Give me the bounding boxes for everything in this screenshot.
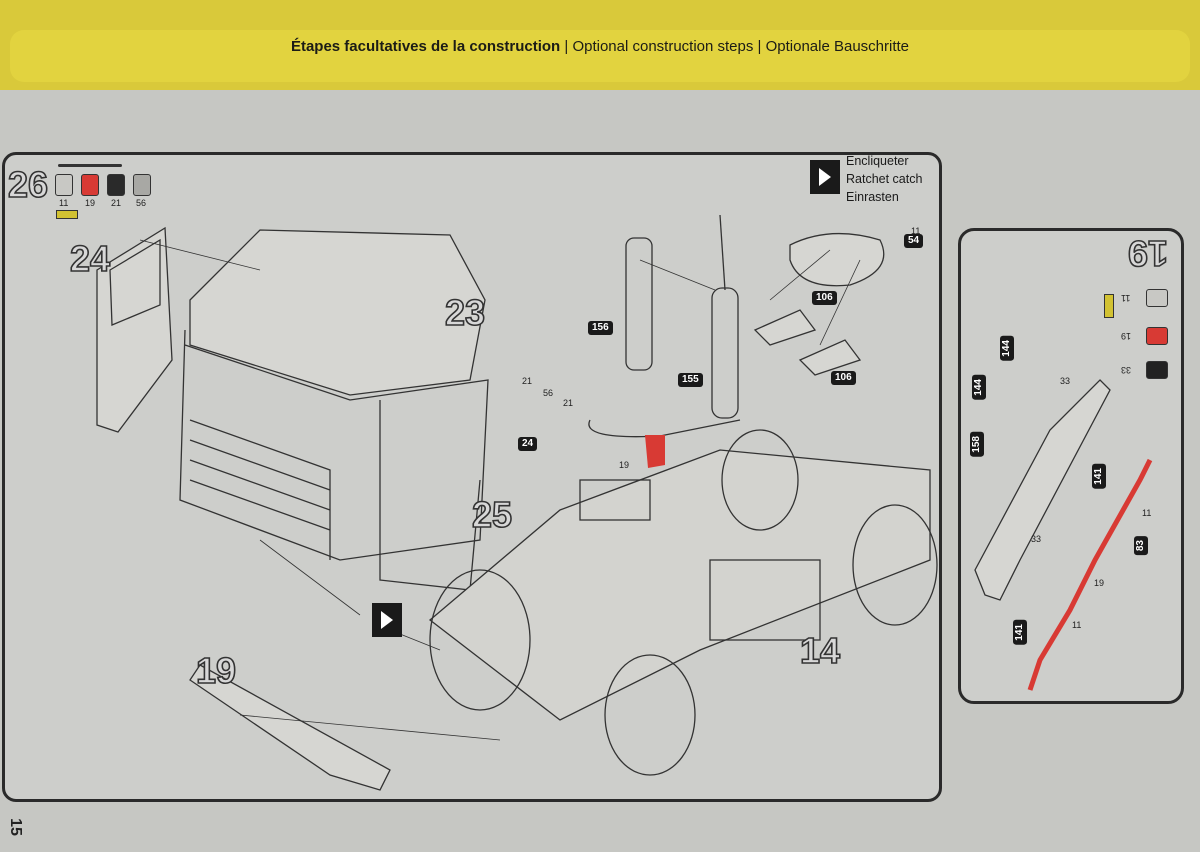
paint-pot-icon	[1146, 289, 1168, 307]
step-number-26: 26	[7, 163, 49, 206]
part-number-tag: 141	[1092, 464, 1106, 489]
paint-code: 19	[85, 198, 96, 208]
paint-ref: 19	[1094, 578, 1105, 588]
paint-ref: 19	[619, 460, 630, 470]
part-number-tag: 141	[1013, 620, 1027, 645]
page-number: 15	[6, 818, 24, 836]
separator: |	[560, 38, 573, 55]
assembly-number: 14	[799, 629, 841, 672]
paint-code: 56	[136, 198, 147, 208]
legend-en: Ratchet catch	[846, 172, 923, 186]
brush-icon	[58, 164, 122, 167]
part-number-tag: 155	[678, 373, 703, 387]
door-drawing	[96, 226, 173, 433]
header-banner	[0, 0, 1200, 90]
paint-ref: 33	[1060, 376, 1071, 386]
part-number-tag: 54	[904, 234, 924, 248]
paint-pot-icon	[81, 174, 99, 196]
paint-ref: 56	[543, 388, 554, 398]
paint-code: 21	[111, 198, 122, 208]
paint-ref: 21	[563, 398, 574, 408]
fifth-wheel-drawing	[753, 232, 885, 376]
paint-ref: 21	[522, 376, 533, 386]
part-number-tag: 106	[831, 371, 856, 385]
part-number-tag: 156	[588, 321, 613, 335]
paint-ref: 33	[1031, 534, 1042, 544]
header-title: Étapes facultatives de la construction |…	[0, 38, 1200, 55]
red-part-19	[645, 435, 665, 468]
paint-code: 11	[1121, 293, 1131, 303]
part-number-tag: 83	[1134, 536, 1148, 556]
title-de: Optionale Bauschritte	[765, 38, 910, 55]
paint-code: 33	[1121, 365, 1132, 375]
paint-pot-icon	[1146, 361, 1168, 379]
bumper-drawing	[189, 664, 391, 791]
paint-pot-icon	[107, 174, 125, 196]
part-number-tag: 24	[518, 437, 538, 451]
separator: |	[753, 38, 766, 55]
assembly-number: 24	[69, 237, 111, 280]
ratchet-catch-icon	[810, 160, 840, 194]
title-fr: Étapes facultatives de la construction	[290, 38, 561, 55]
assembly-number: 23	[444, 291, 486, 334]
paint-ref: 11	[1142, 508, 1152, 518]
leader-lines	[139, 239, 861, 741]
title-en: Optional construction steps	[572, 38, 754, 55]
header-box	[10, 30, 1190, 82]
part-number-tag: 144	[1000, 336, 1014, 361]
part-number-tag: 158	[970, 432, 984, 457]
paint-code: 19	[1121, 331, 1132, 341]
paint-pot-icon	[55, 174, 73, 196]
cab-drawing	[179, 229, 489, 591]
paint-ref: 11	[911, 226, 921, 236]
ratchet-legend: Encliqueter Ratchet catch Einrasten	[846, 152, 922, 206]
glue-tube-icon	[1104, 294, 1114, 318]
paint-ref: 11	[1072, 620, 1082, 630]
paint-pot-icon	[1146, 327, 1168, 345]
exhaust-drawing	[625, 214, 739, 419]
step-number-19: 19	[1127, 232, 1169, 275]
part-number-tag: 144	[972, 375, 986, 400]
ratchet-catch-icon	[372, 603, 402, 637]
side-bumper-drawing	[974, 379, 1153, 691]
chassis-drawing	[428, 419, 938, 776]
assembly-number: 25	[471, 493, 513, 536]
legend-de: Einrasten	[846, 190, 899, 204]
paint-code: 11	[59, 198, 69, 208]
part-number-tag: 106	[812, 291, 837, 305]
glue-tube-icon	[56, 210, 78, 219]
legend-fr: Encliqueter	[846, 154, 909, 168]
paint-pot-icon	[133, 174, 151, 196]
assembly-number: 19	[195, 649, 237, 692]
